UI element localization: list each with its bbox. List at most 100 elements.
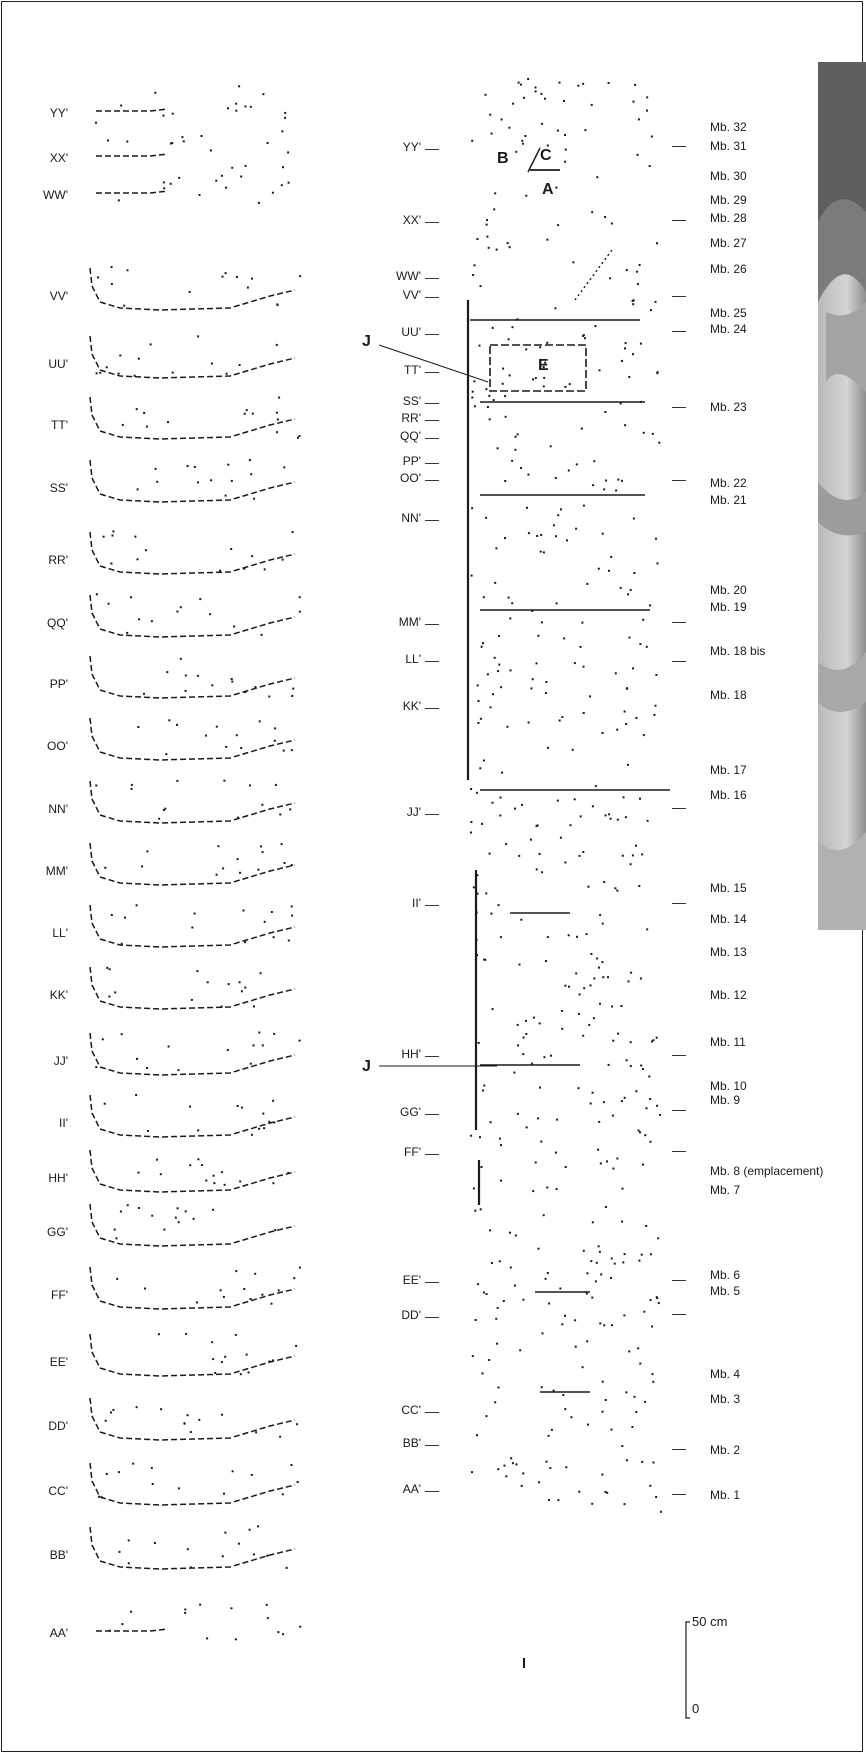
stone-dot — [249, 1062, 252, 1065]
stone-dot — [471, 139, 474, 142]
stone-dot — [497, 1386, 500, 1389]
stone-dot — [582, 1249, 585, 1252]
stone-dot — [639, 797, 641, 800]
stone-dot — [544, 97, 546, 100]
stone-dot — [649, 309, 652, 312]
stone-dot — [607, 1063, 610, 1066]
stone-dot — [596, 176, 599, 179]
stone-dot — [183, 1422, 186, 1425]
stone-dot — [534, 1161, 537, 1164]
section-profile-label: HH' — [401, 1047, 421, 1061]
stone-dot — [534, 377, 537, 380]
profile-tick — [425, 1491, 439, 1492]
level-label: Mb. 12 — [710, 988, 747, 1002]
stone-dot — [291, 531, 294, 534]
stone-dot — [586, 1272, 589, 1275]
stone-dot — [541, 1332, 544, 1335]
marker-j-upper: J — [362, 333, 371, 350]
stone-dot — [557, 514, 560, 517]
stone-dot — [239, 871, 241, 874]
stone-dot — [625, 1059, 628, 1062]
left-profile-label: HH' — [48, 1171, 68, 1185]
stone-dot — [542, 366, 545, 368]
stone-dot — [261, 803, 264, 806]
stone-dot — [235, 1270, 238, 1273]
stone-dot — [293, 1277, 296, 1280]
stone-dot — [227, 983, 230, 986]
left-profile-label: AA' — [49, 1626, 68, 1640]
stone-dot — [247, 1371, 250, 1374]
stone-dot — [628, 1350, 631, 1353]
stone-dot — [220, 174, 223, 177]
stone-dot — [239, 1180, 242, 1183]
stone-dot — [268, 1120, 271, 1123]
stone-dot — [501, 771, 504, 774]
stone-dot — [479, 717, 482, 720]
stone-dot — [586, 1340, 589, 1343]
stone-dot — [130, 1610, 133, 1613]
stone-dot — [249, 1298, 252, 1300]
stone-dot — [481, 1089, 484, 1092]
stone-dot — [642, 734, 645, 737]
stone-dot — [475, 911, 478, 914]
level-tick — [672, 1151, 686, 1152]
stone-dot — [181, 136, 184, 139]
stone-dot — [249, 784, 251, 787]
stone-dot — [519, 1349, 522, 1352]
stone-dot — [635, 1090, 638, 1093]
stone-dot — [476, 238, 479, 240]
stone-dot — [604, 814, 607, 817]
stone-dot — [495, 547, 498, 550]
stone-dot — [160, 1408, 163, 1411]
stone-dot — [137, 357, 140, 360]
section-profile-label: XX' — [402, 213, 421, 227]
stone-dot — [519, 83, 522, 86]
stone-dot — [642, 618, 645, 621]
stone-dot — [653, 713, 656, 716]
stone-dot — [518, 854, 521, 857]
stone-dot — [279, 813, 282, 816]
stone-dot — [165, 753, 168, 756]
stone-dot — [483, 958, 486, 961]
stone-dot — [121, 423, 124, 426]
stone-dot — [509, 669, 512, 672]
stone-dot — [488, 418, 491, 421]
stone-dot — [535, 825, 538, 828]
stone-dot — [254, 1272, 257, 1275]
stone-dot — [639, 1362, 642, 1365]
stone-dot — [591, 1296, 594, 1299]
stone-dot — [554, 1151, 557, 1154]
stone-dot — [246, 286, 249, 289]
stone-dot — [649, 1484, 652, 1487]
stone-dot — [613, 1262, 616, 1265]
stone-dot — [296, 1481, 299, 1483]
stone-dot — [182, 140, 185, 143]
stone-dot — [574, 1319, 577, 1322]
stone-dot — [151, 1214, 154, 1217]
stone-dot — [652, 1380, 655, 1383]
stone-dot — [230, 479, 233, 482]
left-profile-label: XX' — [49, 151, 68, 165]
stone-dot — [266, 142, 269, 144]
stone-dot — [108, 1629, 111, 1632]
stone-dot — [217, 845, 220, 848]
profile-tick — [425, 814, 439, 815]
stone-dot — [639, 977, 642, 980]
profile-tick — [425, 372, 439, 373]
stone-dot — [546, 238, 549, 241]
level-label: Mb. 15 — [710, 881, 747, 895]
stone-dot — [143, 412, 146, 414]
stone-dot — [199, 1603, 202, 1606]
surface-line — [89, 1094, 296, 1138]
stone-dot — [127, 1539, 130, 1542]
stone-dot — [262, 93, 265, 96]
stone-dot — [105, 366, 108, 369]
stone-dot — [511, 1462, 514, 1465]
stone-dot — [504, 537, 506, 540]
stone-dot — [95, 784, 98, 787]
stone-dot — [478, 344, 481, 347]
stone-dot — [221, 1555, 224, 1558]
stone-dot — [499, 936, 502, 939]
stone-dot — [156, 1158, 158, 1161]
stone-dot — [481, 822, 484, 825]
